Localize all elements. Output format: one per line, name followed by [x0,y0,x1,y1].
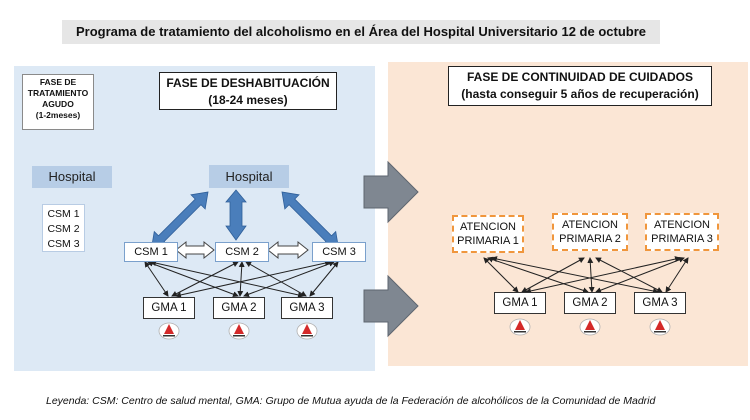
legend-text: Leyenda: CSM: Centro de salud mental, GM… [46,395,656,407]
phase-deshabituacion-title: FASE DE DESHABITUACIÓN [166,76,330,90]
phase-agudo-line-1: FASE DE [39,77,77,87]
phase-continuidad-title: FASE DE CONTINUIDAD DE CUIDADOS [466,70,693,84]
atencion-gma-links [483,256,689,294]
phase-deshabituacion-box: FASE DE DESHABITUACIÓN (18-24 meses) [159,72,337,110]
gma-node-3: GMA 3 [281,297,333,319]
csm-exchange-arrows [175,240,309,260]
federation-logo-icon [509,318,531,341]
gma-node-2: GMA 2 [213,297,265,319]
atencion-primaria-2-line-1: ATENCION [561,219,619,231]
csm-acute-2: CSM 2 [47,223,80,235]
csm-acute-3: CSM 3 [47,238,80,250]
atencion-primaria-3-line-2: PRIMARIA 3 [651,233,713,245]
federation-logo-icon [649,318,671,341]
big-arrow-upper [363,160,419,224]
gma-continuidad-2: GMA 2 [564,292,616,314]
big-arrow-lower [363,274,419,338]
csm-list-acute: CSM 1 CSM 2 CSM 3 [42,204,85,252]
atencion-primaria-3-line-1: ATENCION [653,219,711,231]
federation-logo-icon [579,318,601,341]
gma-continuidad-3: GMA 3 [634,292,686,314]
federation-logo-icon [296,322,318,345]
atencion-primaria-3: ATENCION PRIMARIA 3 [645,213,719,251]
phase-agudo-line-3: AGUDO [42,99,74,109]
phase-continuidad-subtitle: (hasta conseguir 5 años de recuperación) [461,87,699,101]
federation-logo-icon [158,322,180,345]
diagram-title: Programa de tratamiento del alcoholismo … [62,20,660,44]
atencion-primaria-2: ATENCION PRIMARIA 2 [552,213,628,251]
phase-continuidad-box: FASE DE CONTINUIDAD DE CUIDADOS (hasta c… [448,66,712,106]
federation-logo-icon [228,322,250,345]
csm-node-2: CSM 2 [215,242,269,262]
hospital-deshabituacion: Hospital [209,165,289,188]
phase-deshabituacion-subtitle: (18-24 meses) [208,93,288,107]
csm-node-3: CSM 3 [312,242,366,262]
phase-agudo-box: FASE DE TRATAMIENTO AGUDO (1-2meses) [22,74,94,130]
hospital-acute: Hospital [32,166,112,188]
csm-node-1: CSM 1 [124,242,178,262]
atencion-primaria-1-line-2: PRIMARIA 1 [457,235,519,247]
atencion-primaria-1: ATENCION PRIMARIA 1 [452,215,524,253]
phase-agudo-line-4: (1-2meses) [35,110,81,120]
atencion-primaria-1-line-1: ATENCION [459,221,517,233]
hospital-to-csm-arrows [150,189,340,250]
gma-node-1: GMA 1 [143,297,195,319]
atencion-primaria-2-line-2: PRIMARIA 2 [559,233,621,245]
csm-gma-links [144,260,339,298]
csm-acute-1: CSM 1 [47,208,80,220]
phase-agudo-line-2: TRATAMIENTO [27,88,89,98]
gma-continuidad-1: GMA 1 [494,292,546,314]
